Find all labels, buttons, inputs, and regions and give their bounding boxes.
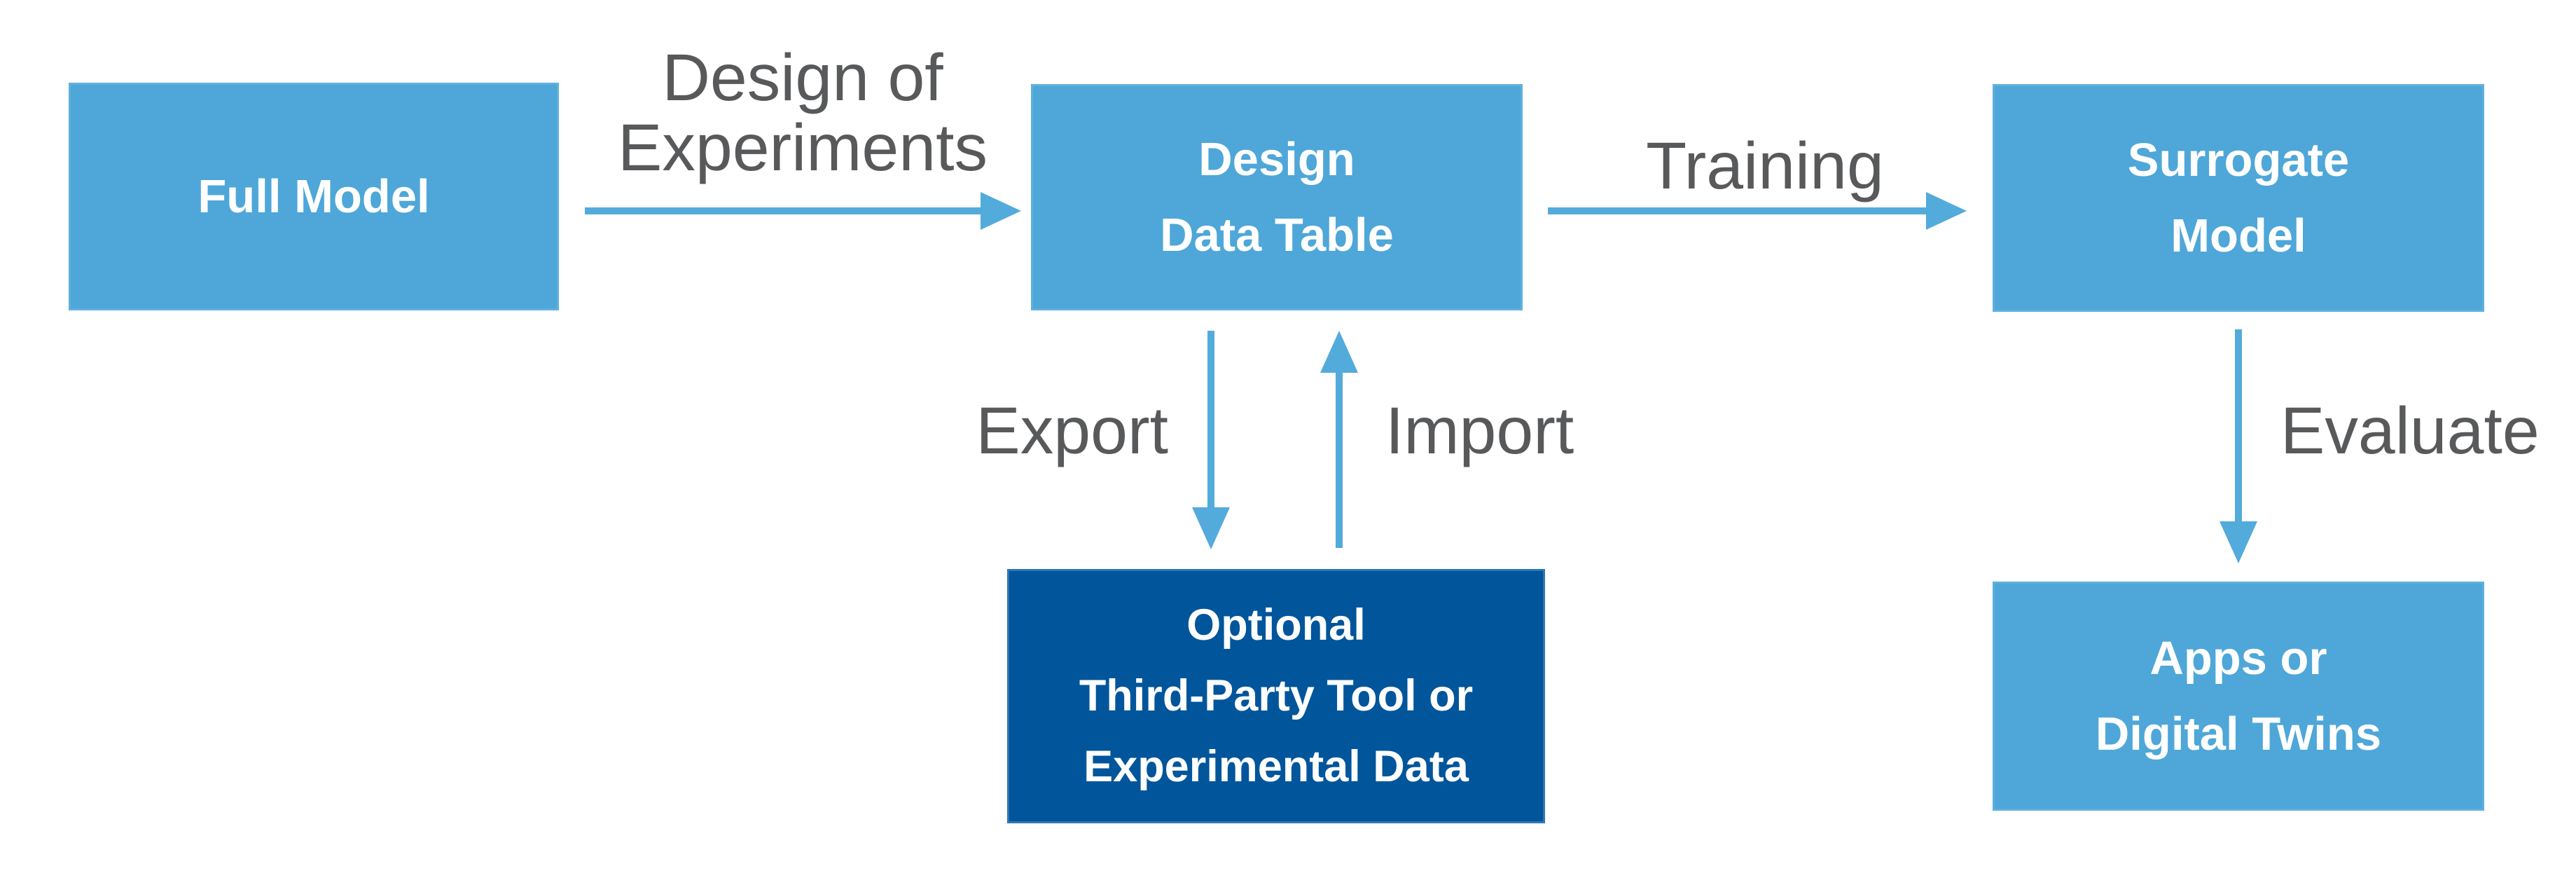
evaluate-label: Evaluate [2280,394,2540,468]
doe-arrow-head-icon [981,192,1021,230]
import-label: Import [1385,394,1574,468]
third-party-label-line3: Experimental Data [1083,741,1469,791]
apps-label-line1: Apps or [2149,632,2327,685]
doe-arrow-line [585,207,985,214]
third-party-label-line2: Third-Party Tool or [1079,671,1474,721]
evaluate-arrow-line [2235,329,2242,523]
surrogate-model-box: Surrogate Model [1993,84,2484,312]
training-label: Training [1646,129,1884,203]
doe-label-line1: Design of [662,41,943,115]
apps-digital-twins-box: Apps or Digital Twins [1993,582,2484,811]
evaluate-arrow-head-icon [2220,521,2257,563]
import-arrow-line [1336,371,1343,548]
surrogate-model-label-line2: Model [2170,209,2306,262]
third-party-tool-box: Optional Third-Party Tool or Experimenta… [1007,569,1545,823]
full-model-label: Full Model [198,170,430,223]
design-data-table-label-line1: Design [1198,133,1355,186]
design-data-table-label-line2: Data Table [1160,208,1394,261]
export-arrow-head-icon [1192,507,1230,549]
design-of-experiments-label: Design of Experiments [593,43,1013,184]
export-arrow-line [1207,331,1214,509]
apps-label-line2: Digital Twins [2095,707,2382,760]
doe-label-line2: Experiments [618,110,988,185]
training-arrow-head-icon [1926,192,1967,230]
import-arrow-head-icon [1320,331,1358,373]
design-data-table-box: Design Data Table [1031,84,1523,310]
export-label: Export [976,394,1168,468]
full-model-box: Full Model [69,83,559,310]
surrogate-model-label-line1: Surrogate [2127,134,2350,187]
third-party-label-line1: Optional [1186,601,1366,650]
training-arrow-line [1548,207,1927,214]
